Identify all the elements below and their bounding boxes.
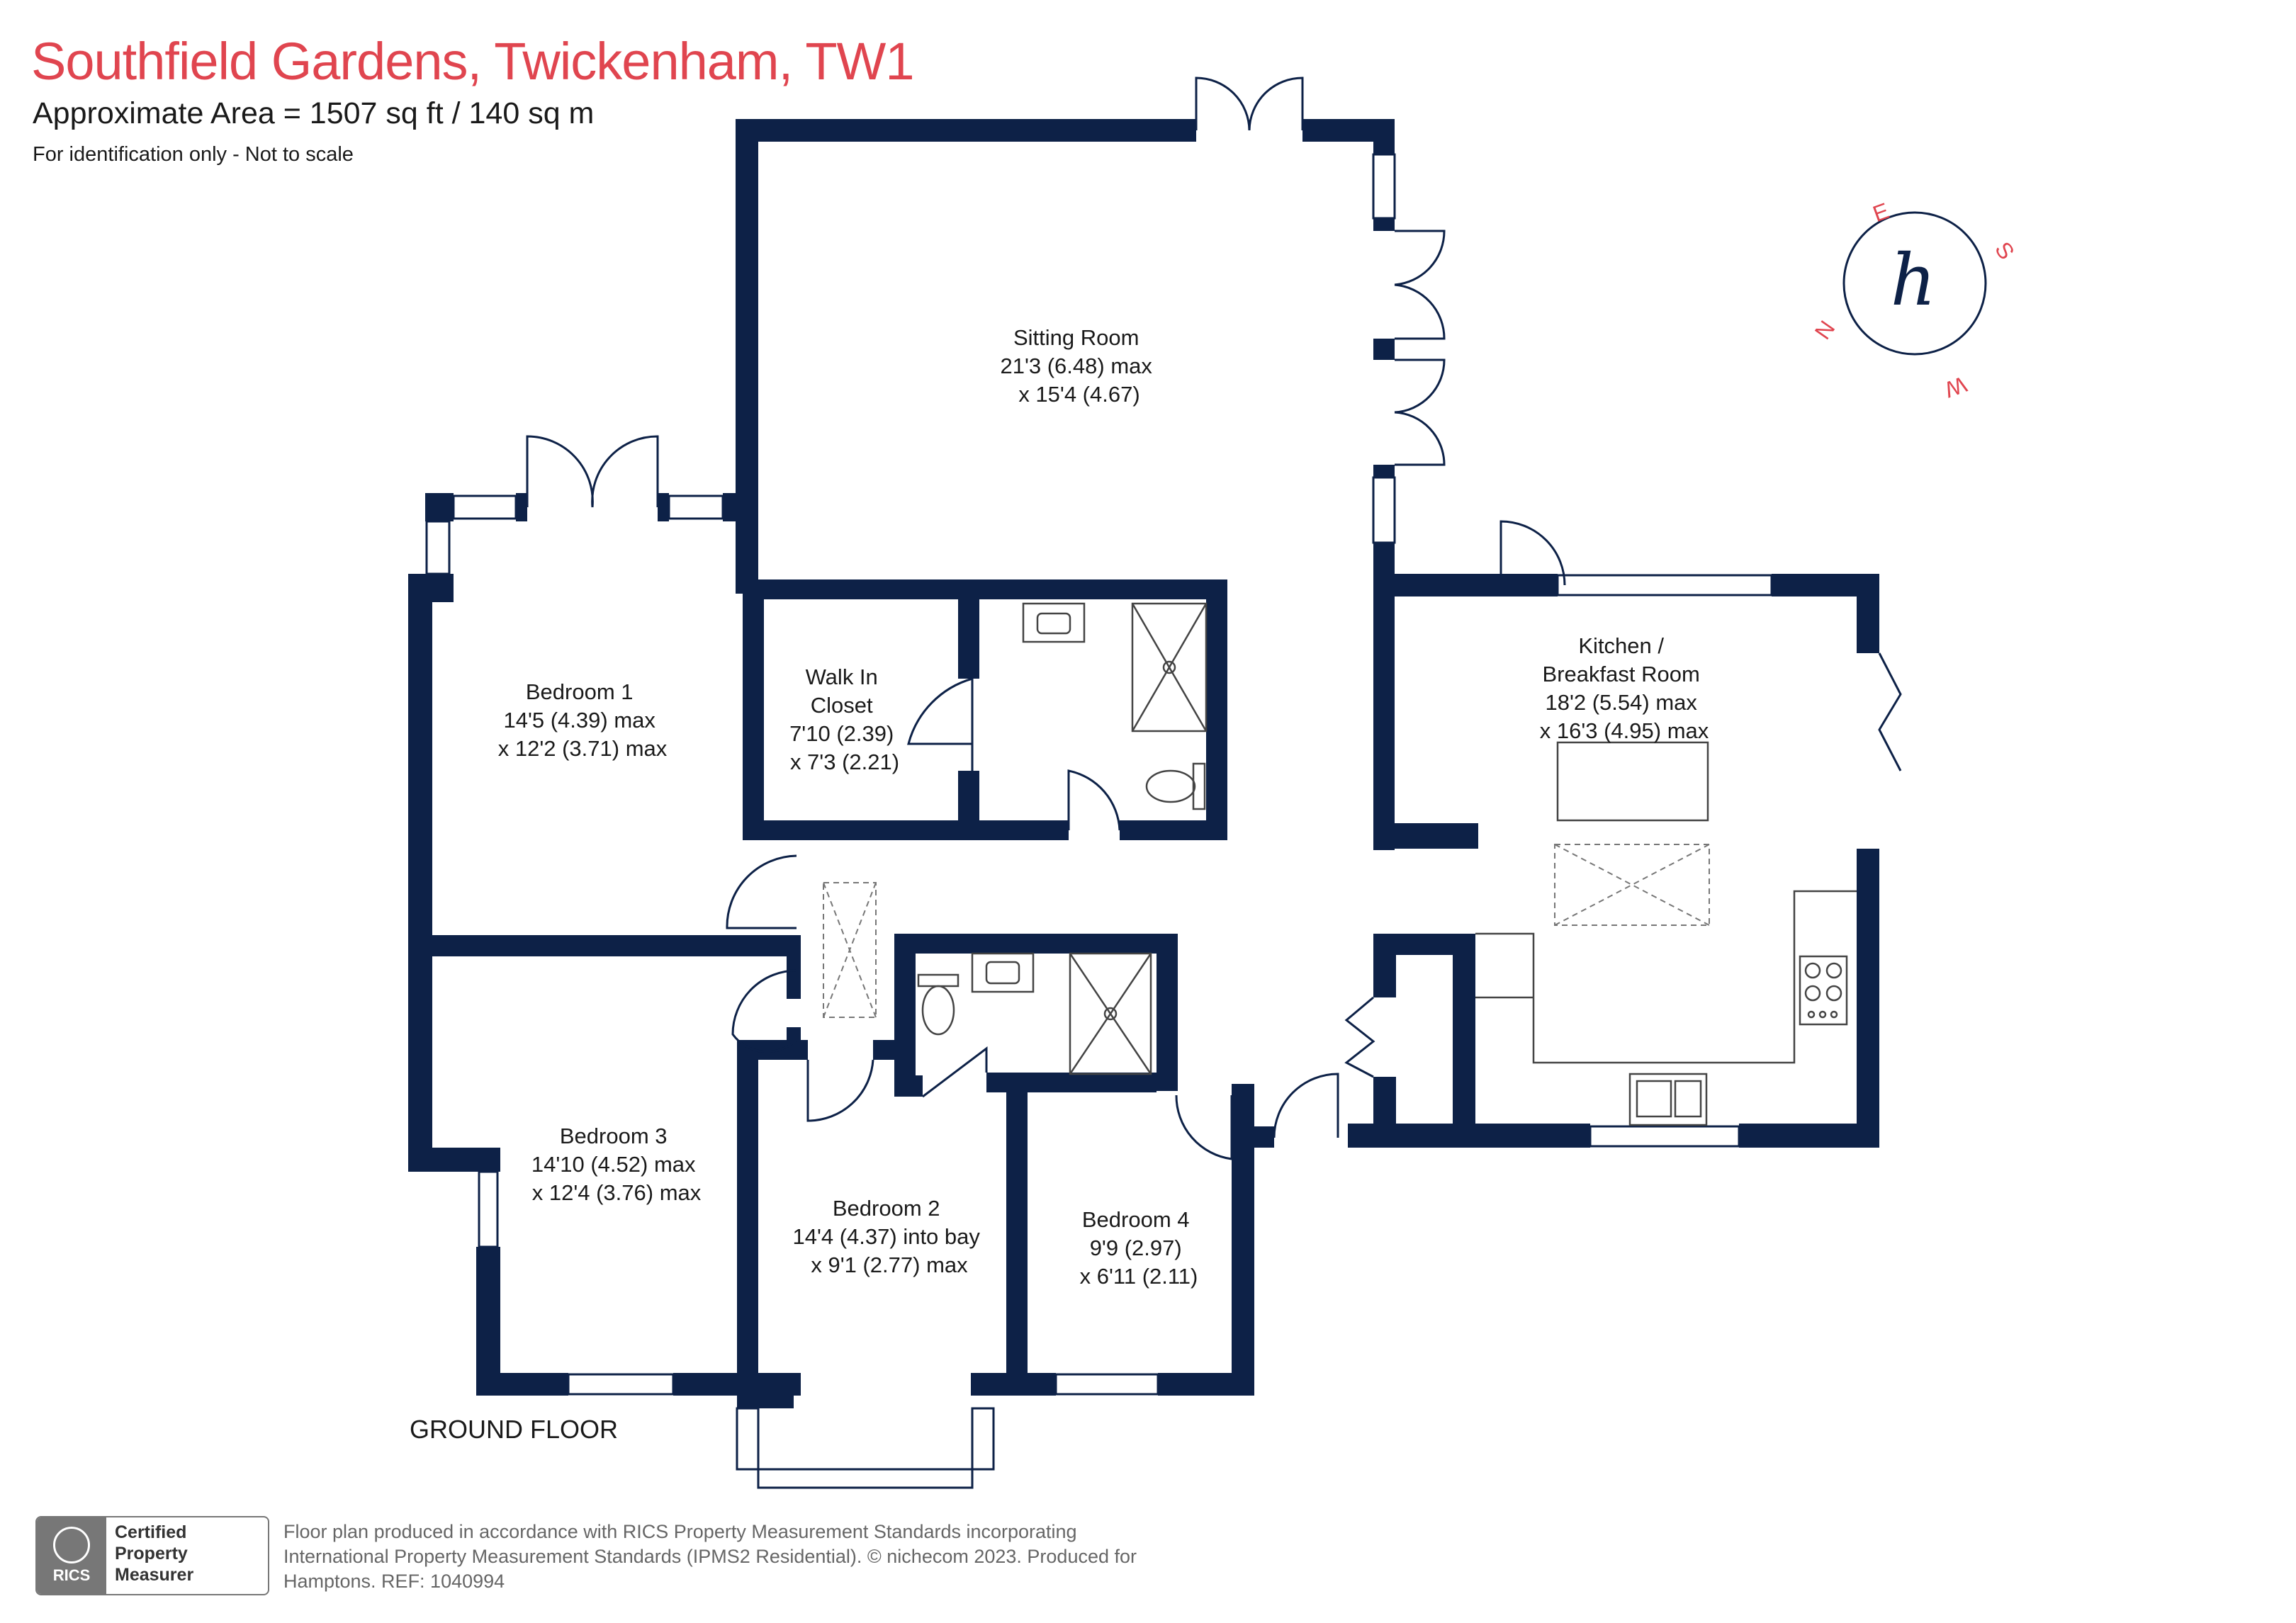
compass-north: N [1810, 316, 1840, 344]
room-labels: Sitting Room 21'3 (6.48) max x 15'4 (4.6… [410, 325, 1709, 1444]
page-title: Southfield Gardens, Twickenham, TW1 [31, 32, 915, 91]
bedroom-1-label: Bedroom 1 14'5 (4.39) max x 12'2 (3.71) … [498, 679, 668, 761]
walk-in-closet-label: Walk In Closet 7'10 (2.39) x 7'3 (2.21) [789, 665, 900, 774]
footer-line-1: Floor plan produced in accordance with R… [283, 1521, 1077, 1542]
bedroom-3-label: Bedroom 3 14'10 (4.52) max x 12'4 (3.76)… [531, 1124, 702, 1205]
badge-line-3: Measurer [115, 1565, 194, 1585]
footer-line-3: Hamptons. REF: 1040994 [283, 1571, 505, 1592]
compass-ring [1842, 211, 1987, 356]
rics-text: RICS [52, 1566, 91, 1584]
approximate-area: Approximate Area = 1507 sq ft / 140 sq m [33, 96, 595, 130]
compass-west: W [1941, 371, 1970, 402]
bedroom-4-label: Bedroom 4 9'9 (2.97) x 6'11 (2.11) [1080, 1207, 1198, 1289]
bedroom-2-label: Bedroom 2 14'4 (4.37) into bay x 9'1 (2.… [792, 1196, 986, 1277]
disclaimer-note: For identification only - Not to scale [33, 143, 354, 166]
footer-note: Floor plan produced in accordance with R… [283, 1520, 1205, 1594]
kitchen-label: Kitchen / Breakfast Room 18'2 (5.54) max… [1540, 633, 1709, 743]
compass-east: E [1869, 198, 1892, 227]
certified-measurer-text: Certified Property Measurer [106, 1517, 268, 1594]
badge-line-2: Property [115, 1544, 188, 1563]
fixtures [823, 602, 1857, 1126]
sitting-room-label: Sitting Room 21'3 (6.48) max x 15'4 (4.6… [1000, 325, 1158, 407]
compass-logo: h [1891, 239, 1936, 322]
compass: h N E S W [1810, 198, 2020, 403]
footer-line-2: International Property Measurement Stand… [283, 1546, 1137, 1567]
floor-label: GROUND FLOOR [410, 1415, 618, 1444]
lion-crest-icon [53, 1527, 90, 1563]
rics-badge: RICS Certified Property Measurer [35, 1516, 269, 1595]
rics-logo: RICS [37, 1517, 106, 1594]
badge-line-1: Certified [115, 1522, 187, 1542]
windows [425, 153, 1773, 1489]
compass-south: S [1990, 237, 2020, 264]
walls [408, 119, 1879, 1408]
doors [526, 77, 1902, 1160]
